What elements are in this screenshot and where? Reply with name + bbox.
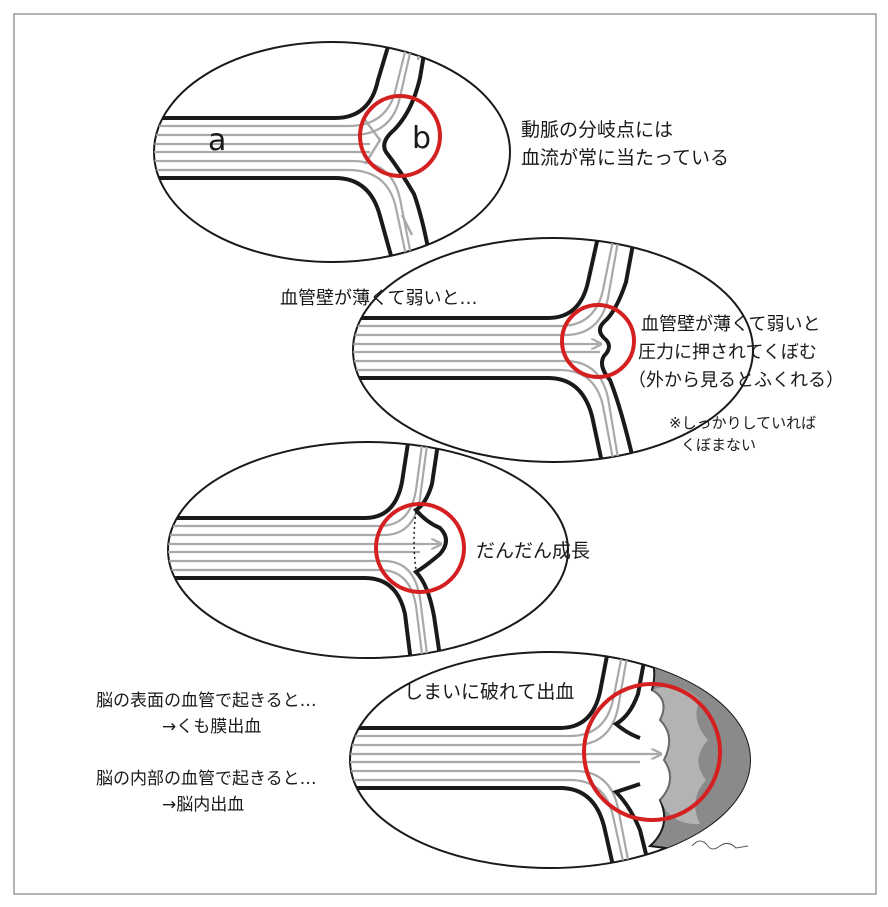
panel-3-highlight-circle — [374, 502, 466, 594]
panel-4-left-line-2: →くも膜出血 — [162, 717, 261, 737]
label-b: b — [412, 121, 431, 156]
panel-4-flow-lines — [350, 652, 660, 868]
panel-1-caption-line-2: 血流が常に当たっている — [521, 147, 729, 169]
panel-2-highlight-circle — [560, 303, 636, 379]
panel-3: だんだん成長 — [167, 441, 590, 659]
panel-3-ellipse — [167, 441, 569, 659]
panel-2-note-line-1: ※しっかりしていれば — [669, 414, 816, 432]
panel-2-left-text: 血管壁が薄くて弱いと… — [280, 288, 477, 309]
panel-2-caption-line-1: 血管壁が薄くて弱いと — [641, 314, 820, 335]
panel-4-vessel-walls — [350, 652, 652, 868]
panel-2-caption-line-3: （外から見るとふくれる） — [628, 370, 844, 391]
panel-4-left-line-3: 脳の内部の血管で起きると… — [96, 769, 317, 789]
panel-2-vessel-walls — [353, 238, 638, 462]
panel-1-caption-line-1: 動脈の分岐点には — [521, 119, 673, 141]
panel-3-vessel-walls — [168, 442, 448, 658]
panel-2: 血管壁が薄くて弱いと… 血管壁が薄くて弱いと 圧力に押されてくぼむ （外から見る… — [280, 237, 844, 463]
signature-mark — [691, 840, 749, 850]
panel-1-vessel-walls — [154, 42, 434, 262]
panel-4: しまいに破れて出血 脳の表面の血管で起きると… →くも膜出血 脳の内部の血管で起… — [96, 651, 751, 869]
panel-4-inner-text: しまいに破れて出血 — [404, 681, 574, 703]
panel-3-caption: だんだん成長 — [476, 540, 590, 562]
panel-2-note-line-2: くぼまない — [681, 436, 756, 454]
page-border — [13, 13, 877, 895]
panel-4-highlight-circle — [582, 682, 722, 822]
panel-4-left-line-4: →脳内出血 — [162, 795, 244, 815]
panel-2-ellipse — [352, 237, 754, 463]
panel-1: a b 動脈の分岐点には 血流が常に当たっている — [153, 41, 729, 263]
panel-4-left-line-1: 脳の表面の血管で起きると… — [96, 691, 317, 711]
label-a: a — [208, 123, 226, 158]
panel-1-flow-lines — [154, 42, 424, 262]
panel-1-highlight-circle — [358, 94, 442, 178]
panel-2-caption-line-2: 圧力に押されてくぼむ — [638, 342, 817, 363]
